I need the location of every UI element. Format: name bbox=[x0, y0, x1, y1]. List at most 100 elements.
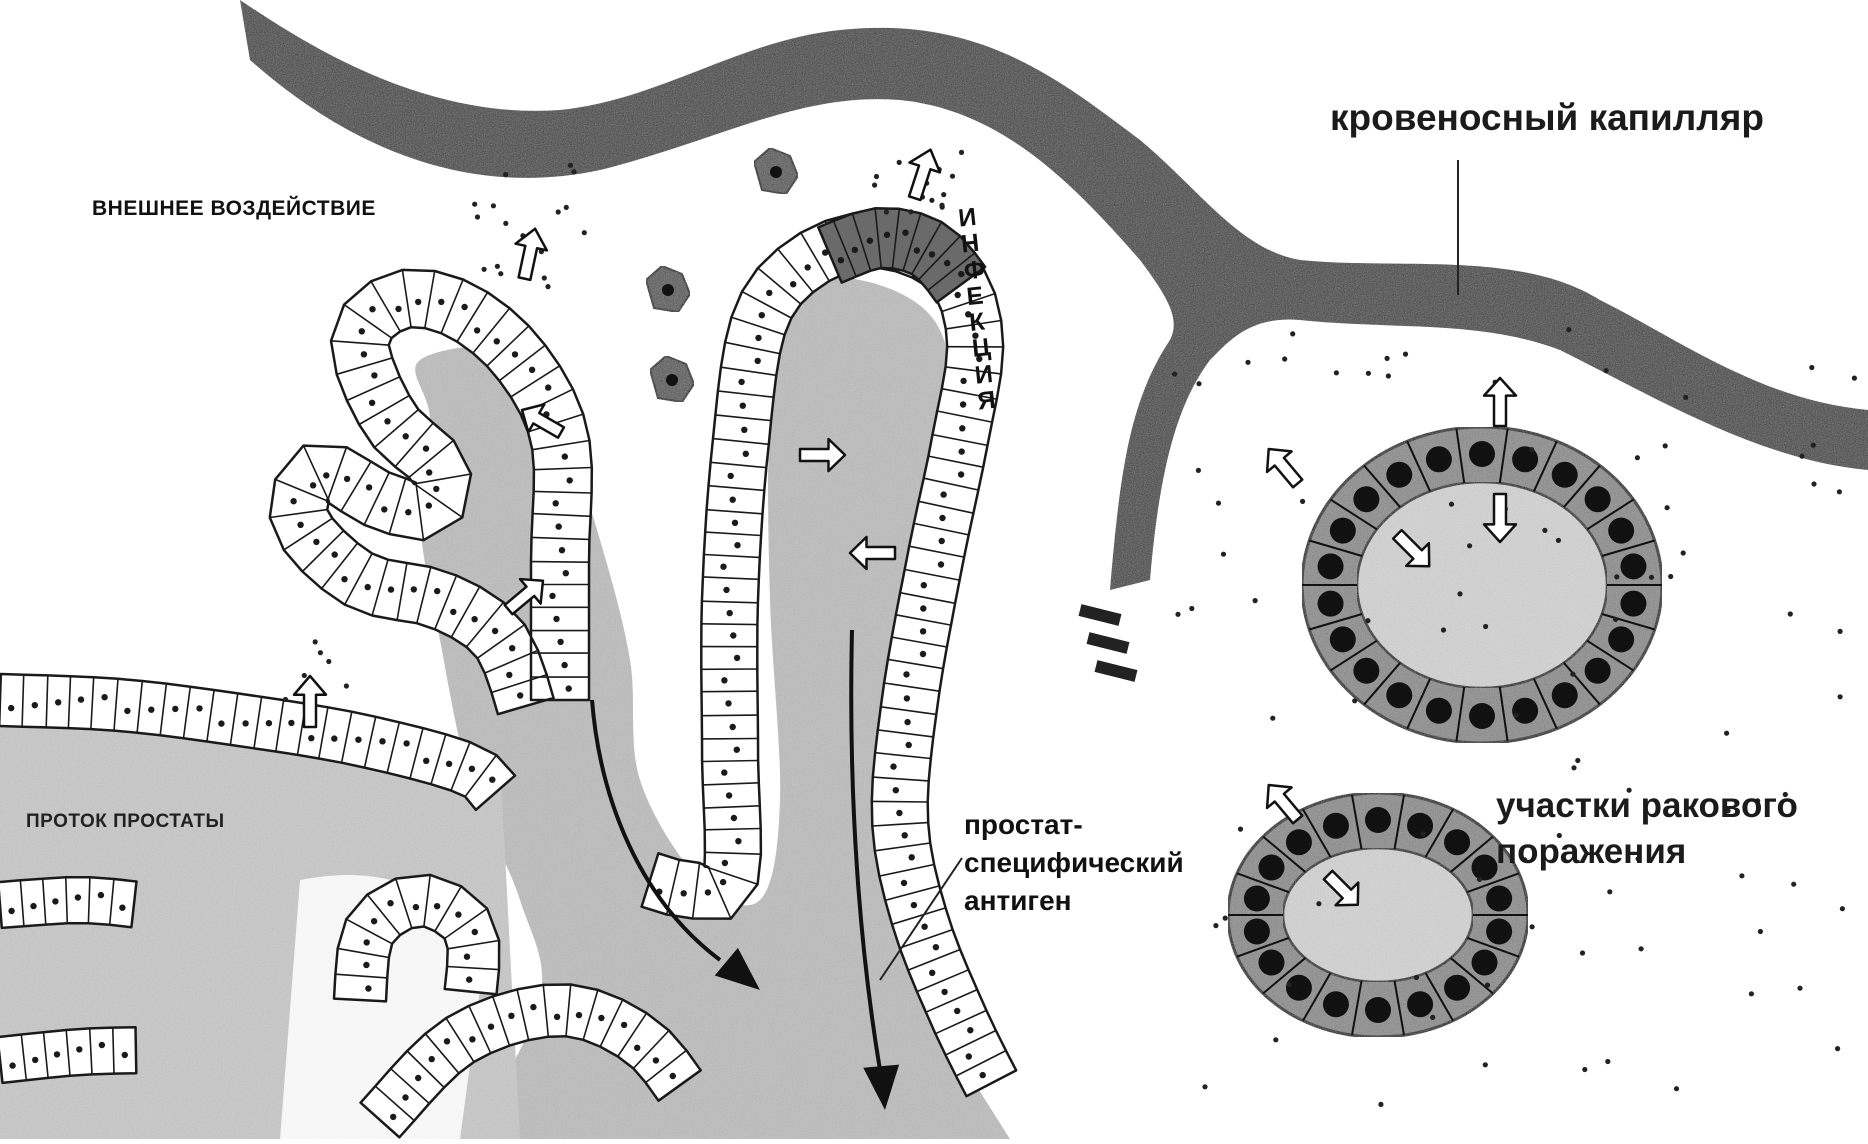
secretion-particle bbox=[1216, 501, 1221, 506]
cell-nucleus bbox=[734, 747, 740, 753]
cell-nucleus bbox=[735, 838, 741, 844]
cell-nucleus bbox=[726, 792, 732, 798]
secretion-particle bbox=[959, 150, 964, 155]
secretion-particle bbox=[1799, 454, 1804, 459]
cell-wall bbox=[702, 761, 758, 762]
cell-nucleus bbox=[30, 903, 36, 909]
cell-wall bbox=[531, 562, 589, 563]
secretion-particle bbox=[1253, 598, 1258, 603]
cell-nucleus bbox=[423, 445, 429, 451]
cell-nucleus bbox=[54, 1051, 60, 1057]
secretion-particle bbox=[1681, 550, 1686, 555]
secretion-particle bbox=[1668, 574, 1673, 579]
cell-nucleus bbox=[365, 985, 371, 991]
cell-nucleus bbox=[731, 815, 737, 821]
cell-nucleus bbox=[363, 962, 369, 968]
macrophage-nucleus bbox=[666, 374, 678, 386]
cell-nucleus bbox=[364, 939, 370, 945]
cell-nucleus bbox=[488, 1023, 494, 1029]
cell-nucleus bbox=[557, 639, 563, 645]
cell-nucleus bbox=[390, 1114, 396, 1120]
tumor-nucleus bbox=[1353, 486, 1379, 512]
tumor-nucleus bbox=[1386, 462, 1412, 488]
cell-nucleus bbox=[369, 400, 375, 406]
cell-nucleus bbox=[474, 327, 480, 333]
cell-nucleus bbox=[576, 1012, 582, 1018]
open-arrow-icon bbox=[1256, 439, 1309, 494]
cell-nucleus bbox=[517, 692, 523, 698]
cell-nucleus bbox=[805, 264, 811, 270]
cell-nucleus bbox=[933, 944, 939, 950]
secretion-particle bbox=[1202, 1084, 1207, 1089]
cell-nucleus bbox=[369, 306, 375, 312]
cell-nucleus bbox=[290, 498, 296, 504]
secretion-particle bbox=[1273, 1037, 1278, 1042]
cell-nucleus bbox=[99, 1042, 105, 1048]
cell-nucleus bbox=[893, 787, 899, 793]
cell-nucleus bbox=[387, 900, 393, 906]
secretion-particle bbox=[1485, 983, 1490, 988]
secretion-particle bbox=[1213, 923, 1218, 928]
cell-nucleus bbox=[381, 506, 387, 512]
secretion-particle bbox=[950, 174, 955, 179]
secretion-particle bbox=[1607, 889, 1612, 894]
cell-nucleus bbox=[722, 860, 728, 866]
cell-nucleus bbox=[52, 898, 58, 904]
tumor-nucleus bbox=[1472, 855, 1498, 881]
cell-nucleus bbox=[727, 610, 733, 616]
cell-nucleus bbox=[959, 448, 965, 454]
secretion-particle bbox=[1483, 624, 1488, 629]
cell-nucleus bbox=[723, 587, 729, 593]
cell-nucleus bbox=[509, 645, 515, 651]
secretion-particle bbox=[1196, 468, 1201, 473]
left-fold-epithelium bbox=[270, 270, 592, 714]
secretion-particle bbox=[1835, 1046, 1840, 1051]
tumor-nucleus bbox=[1608, 626, 1634, 652]
secretion-particle bbox=[1605, 1059, 1610, 1064]
secretion-particle bbox=[1290, 331, 1295, 336]
cell-nucleus bbox=[384, 418, 390, 424]
secretion-particle bbox=[556, 209, 561, 214]
cell-nucleus bbox=[902, 230, 908, 236]
cell-nucleus bbox=[371, 372, 377, 378]
secretion-particle bbox=[1791, 882, 1796, 887]
secretion-particle bbox=[1838, 694, 1843, 699]
cell-nucleus bbox=[938, 561, 944, 567]
tumor-nucleus bbox=[1469, 441, 1495, 467]
cell-nucleus bbox=[297, 522, 303, 528]
secretion-particle bbox=[1811, 481, 1816, 486]
secretion-particle bbox=[1196, 381, 1201, 386]
tumor-nucleus bbox=[1258, 950, 1284, 976]
external-influence-label: ВНЕШНЕЕ ВОЗДЕЙСТВИЕ bbox=[92, 196, 376, 221]
cell-nucleus bbox=[371, 918, 377, 924]
cell-nucleus bbox=[734, 542, 740, 548]
secretion-particle bbox=[1270, 716, 1275, 721]
cell-nucleus bbox=[940, 491, 946, 497]
cell-nucleus bbox=[549, 593, 555, 599]
secretion-particle bbox=[571, 169, 576, 174]
secretion-particle bbox=[503, 221, 508, 226]
cancer-nodule-lower bbox=[1228, 793, 1528, 1037]
tumor-nucleus bbox=[1585, 486, 1611, 512]
cell-nucleus bbox=[361, 351, 367, 357]
secretion-particle bbox=[941, 192, 946, 197]
cell-nucleus bbox=[122, 1052, 128, 1058]
cell-nucleus bbox=[530, 1004, 536, 1010]
cell-nucleus bbox=[967, 1027, 973, 1033]
secretion-particle bbox=[1724, 731, 1729, 736]
secretion-particle bbox=[1430, 1015, 1435, 1020]
secretion-particle bbox=[1529, 447, 1534, 452]
cell-nucleus bbox=[929, 251, 935, 257]
secretion-particle bbox=[495, 264, 500, 269]
cell-nucleus bbox=[852, 247, 858, 253]
secretion-particle bbox=[1838, 629, 1843, 634]
secretion-particle bbox=[1378, 1102, 1383, 1107]
cell-nucleus bbox=[621, 1022, 627, 1028]
cell-nucleus bbox=[896, 810, 902, 816]
secretion-particle bbox=[1441, 627, 1446, 632]
cell-nucleus bbox=[958, 471, 964, 477]
cell-nucleus bbox=[598, 1015, 604, 1021]
cell-nucleus bbox=[492, 628, 498, 634]
secretion-particle bbox=[1604, 368, 1609, 373]
